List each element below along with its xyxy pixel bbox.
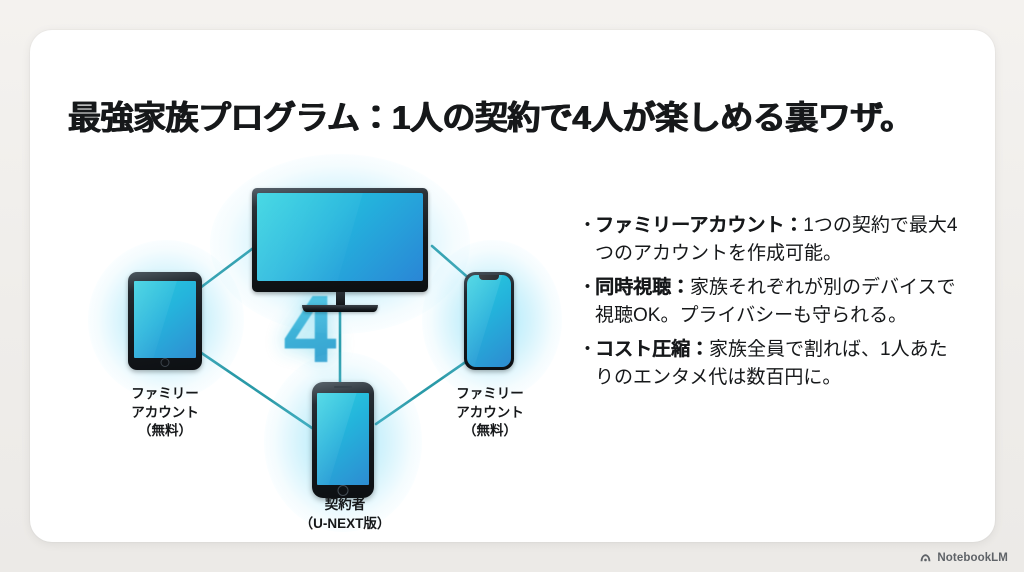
list-item: ・ ファミリーアカウント：1つの契約で最大4つのアカウントを作成可能。: [578, 212, 966, 267]
bullet-lead-label: コスト圧縮：: [595, 339, 710, 361]
phone-speaker-icon: [334, 386, 352, 388]
phone-notch-icon: [479, 275, 499, 280]
bullet-marker-icon: ・: [578, 339, 598, 361]
list-item: ・ 同時視聴：家族それぞれが別のデバイスで視聴OK。プライバシーも守られる。: [578, 274, 966, 329]
tv-stand-base: [302, 305, 378, 312]
device-node-tv: [210, 154, 470, 334]
tablet-icon: [128, 272, 202, 370]
phone-right-screen: [467, 275, 511, 367]
bullet-text: ファミリーアカウント：1つの契約で最大4つのアカウントを作成可能。: [595, 212, 966, 267]
connector-tv-tablet: [198, 244, 258, 290]
phone-home-button-icon: [337, 485, 349, 496]
device-label-tablet: ファミリー アカウント （無料）: [131, 386, 199, 439]
bullet-lead-label: 同時視聴：: [595, 277, 691, 299]
bullet-body-text: 1つの契約で最大4つのアカウントを作成可能。: [595, 215, 958, 264]
tablet-screen: [134, 281, 196, 358]
tv-stand-neck: [335, 292, 345, 305]
benefits-list: ・ ファミリーアカウント：1つの契約で最大4つのアカウントを作成可能。 ・ 同時…: [578, 212, 966, 398]
bullet-body-text: 家族それぞれが別のデバイスで視聴OK。プライバシーも守られる。: [595, 277, 956, 326]
bullet-marker-icon: ・: [578, 215, 598, 236]
watermark-label: NotebookLM: [937, 551, 1008, 564]
bullet-text: 同時視聴：家族それぞれが別のデバイスで視聴OK。プライバシーも守られる。: [595, 274, 966, 329]
list-item: ・ コスト圧縮：家族全員で割れば、1人あたりのエンタメ代は数百円に。: [578, 336, 966, 391]
family-plan-diagram: 4: [60, 154, 562, 532]
bullet-marker-icon: ・: [578, 277, 598, 299]
notebooklm-watermark: NotebookLM: [919, 551, 1008, 564]
device-node-tablet: [88, 240, 244, 400]
device-label-phone-right: ファミリー アカウント （無料）: [456, 386, 524, 439]
phone-bottom-screen: [317, 393, 369, 485]
smartphone-notch-icon: [464, 272, 514, 370]
smartphone-icon: [312, 382, 374, 498]
notebooklm-icon: [920, 554, 931, 562]
device-label-phone-bottom: 契約者 （U-NEXT版）: [299, 497, 391, 531]
bullet-lead-label: ファミリーアカウント：: [595, 215, 804, 236]
slide-card: 最強家族プログラム：1人の契約で4人が楽しめる裏ワザ。 4: [30, 30, 995, 542]
bullet-text: コスト圧縮：家族全員で割れば、1人あたりのエンタメ代は数百円に。: [595, 336, 966, 391]
bullet-body-text: 家族全員で割れば、1人あたりのエンタメ代は数百円に。: [595, 339, 948, 388]
television-icon: [252, 188, 428, 292]
device-node-phone-bottom: [264, 352, 422, 532]
tv-screen: [257, 193, 423, 281]
device-node-phone-right: [422, 240, 562, 400]
page-title: 最強家族プログラム：1人の契約で4人が楽しめる裏ワザ。: [68, 99, 913, 137]
tablet-home-button-icon: [160, 358, 170, 367]
